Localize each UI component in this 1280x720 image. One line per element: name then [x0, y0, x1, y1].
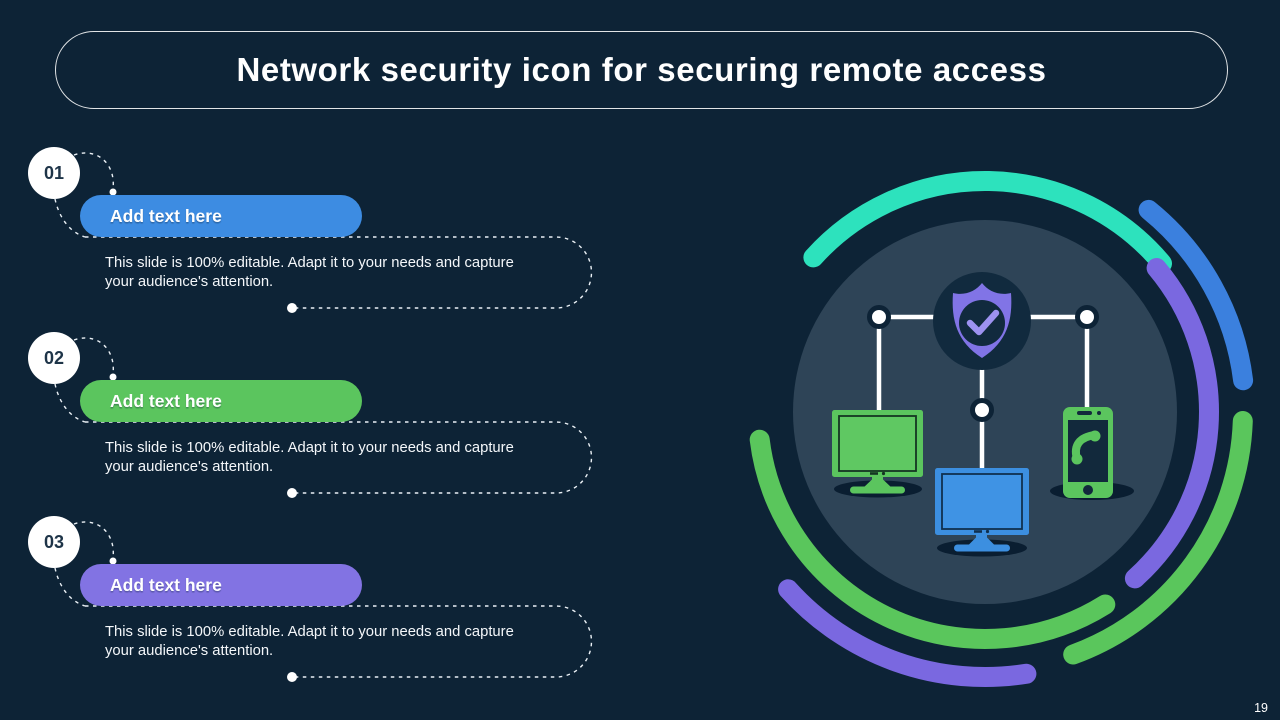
- add-text-button[interactable]: Add text here: [80, 564, 362, 606]
- blue-arc: [1138, 199, 1254, 391]
- dashed-connector: [54, 337, 593, 498]
- desktop-monitor-green-icon: [832, 410, 923, 494]
- shield-check-icon: [933, 272, 1031, 370]
- item-number-badge: 01: [28, 147, 80, 199]
- slide-title-box: Network security icon for securing remot…: [55, 31, 1228, 109]
- purple-bottom-arc: [778, 579, 1037, 688]
- green-right-arc: [1063, 411, 1253, 665]
- add-text-button[interactable]: Add text here: [80, 380, 362, 422]
- connector-dot-end: [287, 672, 297, 682]
- list-item-03: 03 Add text here This slide is 100% edit…: [28, 516, 618, 698]
- list-item-01: 01 Add text here This slide is 100% edit…: [28, 147, 618, 329]
- item-description: This slide is 100% editable. Adapt it to…: [105, 439, 575, 476]
- green-left-arc: [749, 429, 1116, 649]
- description-line-2: your audience's attention.: [105, 273, 274, 290]
- teal-arc: [803, 171, 1172, 274]
- item-number-badge: 03: [28, 516, 80, 568]
- description-line-2: your audience's attention.: [105, 458, 274, 475]
- item-description: This slide is 100% editable. Adapt it to…: [105, 254, 575, 291]
- slide-title: Network security icon for securing remot…: [236, 51, 1047, 88]
- description-line-1: This slide is 100% editable. Adapt it to…: [105, 624, 514, 640]
- network-node-center: [970, 398, 994, 422]
- network-security-graphic: [749, 171, 1254, 688]
- description-line-1: This slide is 100% editable. Adapt it to…: [105, 255, 514, 271]
- connector-dot-small: [109, 557, 117, 565]
- item-number-badge: 02: [28, 332, 80, 384]
- dashed-connector: [54, 152, 593, 313]
- network-node-right: [1075, 305, 1099, 329]
- purple-right-arc: [1124, 258, 1219, 589]
- phone-handset-glyph: [1071, 430, 1101, 465]
- add-text-button[interactable]: Add text here: [80, 195, 362, 237]
- network-node-left: [867, 305, 891, 329]
- dashed-connector: [54, 521, 593, 682]
- list-item-02: 02 Add text here This slide is 100% edit…: [28, 332, 618, 514]
- description-line-1: This slide is 100% editable. Adapt it to…: [105, 440, 514, 456]
- connector-dot-small: [109, 188, 117, 196]
- smartphone-call-icon: [1063, 407, 1113, 498]
- connector-dot-small: [109, 373, 117, 381]
- connector-dot-end: [287, 303, 297, 313]
- item-description: This slide is 100% editable. Adapt it to…: [105, 623, 575, 660]
- description-line-2: your audience's attention.: [105, 642, 274, 659]
- page-number: 19: [1254, 701, 1268, 715]
- connector-dot-end: [287, 488, 297, 498]
- desktop-monitor-blue-icon: [935, 468, 1029, 552]
